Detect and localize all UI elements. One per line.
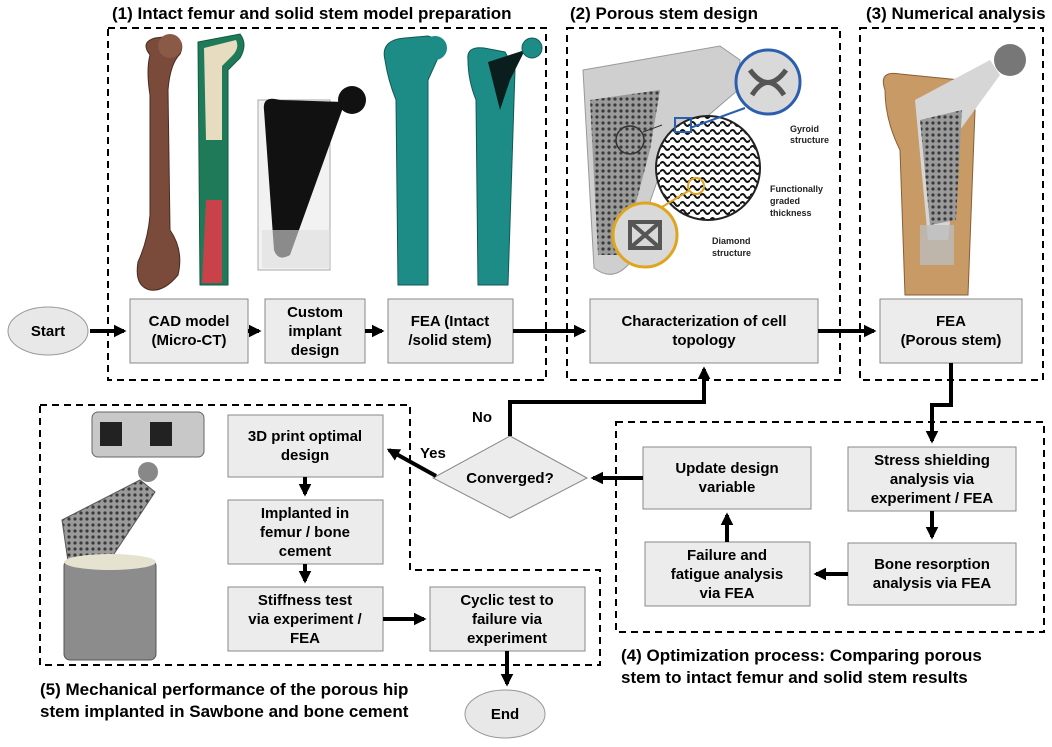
fea-intact-line1: FEA (Intact bbox=[411, 313, 490, 330]
stress-line3: experiment / FEA bbox=[871, 490, 994, 507]
section-5-title-line2: stem implanted in Sawbone and bone cemen… bbox=[40, 702, 409, 721]
cyclic-line1: Cyclic test to bbox=[460, 592, 553, 609]
stiffness-line2: via experiment / bbox=[248, 611, 362, 628]
characterization-line1: Characterization of cell bbox=[621, 313, 786, 330]
fea-stem-mesh-image bbox=[467, 37, 543, 286]
bone-resorption-line1: Bone resorption bbox=[874, 556, 990, 573]
update-line2: variable bbox=[699, 479, 756, 496]
stiffness-line1: Stiffness test bbox=[258, 592, 352, 609]
yes-label: Yes bbox=[420, 445, 446, 462]
arrow-converged-no bbox=[508, 366, 711, 436]
print-line2: design bbox=[281, 447, 329, 464]
zoom-graded-circle bbox=[655, 115, 761, 221]
implanted-box bbox=[227, 499, 384, 565]
cyclic-test-box bbox=[429, 586, 586, 652]
cad-model-box bbox=[129, 298, 249, 364]
converged-label: Converged? bbox=[466, 470, 554, 487]
fea-porous-line1: FEA bbox=[936, 313, 966, 330]
failure-line2: fatigue analysis bbox=[671, 566, 784, 583]
section-5-title-line1: (5) Mechanical performance of the porous… bbox=[40, 680, 408, 699]
femur-section-image bbox=[197, 33, 245, 286]
graded-label-line2: graded bbox=[770, 196, 800, 206]
flow-arrows bbox=[90, 324, 953, 687]
section-1-title: (1) Intact femur and solid stem model pr… bbox=[112, 4, 512, 23]
fea-femur-mesh-image bbox=[383, 35, 447, 286]
implanted-line3: cement bbox=[279, 543, 332, 560]
stiffness-test-box bbox=[227, 586, 384, 652]
failure-line1: Failure and bbox=[687, 547, 767, 564]
cyclic-line2: failure via bbox=[472, 611, 543, 628]
graded-label-line3: thickness bbox=[770, 208, 812, 218]
section-4-title-line2: stem to intact femur and solid stem resu… bbox=[621, 668, 968, 687]
arrow-porous-stress bbox=[925, 363, 953, 444]
bone-resorption-box bbox=[847, 542, 1017, 606]
end-node bbox=[464, 689, 546, 739]
stiffness-line3: FEA bbox=[290, 630, 320, 647]
graded-label-line1: Functionally bbox=[770, 184, 823, 194]
custom-implant-line1: Custom bbox=[287, 304, 343, 321]
porous-stem-in-femur-image bbox=[882, 44, 1026, 296]
intact-femur-image bbox=[136, 34, 183, 291]
cad-model-line2: (Micro-CT) bbox=[152, 332, 227, 349]
diamond-label-line1: Diamond bbox=[712, 236, 751, 246]
fea-intact-box bbox=[387, 298, 514, 364]
gyroid-label-line1: Gyroid bbox=[790, 124, 819, 134]
section-1-border bbox=[107, 27, 547, 381]
diamond-label-line2: structure bbox=[712, 248, 751, 258]
fea-porous-box bbox=[879, 298, 1023, 364]
cyclic-line3: experiment bbox=[467, 630, 547, 647]
implanted-line2: femur / bone bbox=[260, 524, 350, 541]
cad-model-line1: CAD model bbox=[149, 313, 230, 330]
custom-implant-box bbox=[264, 298, 366, 364]
section-5-border bbox=[39, 404, 601, 666]
failure-line3: via FEA bbox=[699, 585, 754, 602]
porous-stem-design-image bbox=[582, 45, 802, 275]
section-3-title: (3) Numerical analysis bbox=[866, 4, 1046, 23]
update-design-box bbox=[642, 446, 812, 510]
characterization-line2: topology bbox=[672, 332, 736, 349]
fea-porous-line2: (Porous stem) bbox=[901, 332, 1002, 349]
solid-stem-image bbox=[257, 86, 366, 271]
end-label: End bbox=[491, 706, 519, 723]
converged-decision bbox=[431, 435, 589, 519]
characterization-box bbox=[589, 298, 819, 364]
stress-line2: analysis via bbox=[890, 471, 975, 488]
section-2-title: (2) Porous stem design bbox=[570, 4, 758, 23]
start-node bbox=[7, 306, 89, 356]
section-4-border bbox=[615, 421, 1045, 633]
custom-implant-line2: implant bbox=[288, 323, 341, 340]
update-line1: Update design bbox=[675, 460, 778, 477]
print-design-box bbox=[227, 414, 384, 478]
arrow-converged-yes bbox=[386, 448, 437, 478]
stress-shielding-box bbox=[847, 446, 1017, 512]
start-label: Start bbox=[31, 323, 65, 340]
print-line1: 3D print optimal bbox=[248, 428, 362, 445]
implanted-line1: Implanted in bbox=[261, 505, 349, 522]
bone-resorption-line2: analysis via FEA bbox=[873, 575, 992, 592]
section-4-title-line1: (4) Optimization process: Comparing poro… bbox=[621, 646, 982, 665]
failure-fatigue-box bbox=[644, 541, 811, 607]
custom-implant-line3: design bbox=[291, 342, 339, 359]
fea-intact-line2: /solid stem) bbox=[408, 332, 491, 349]
mechanical-test-setup-image bbox=[61, 411, 205, 661]
gyroid-label-line2: structure bbox=[790, 135, 829, 145]
no-label: No bbox=[472, 409, 492, 426]
stress-line1: Stress shielding bbox=[874, 452, 990, 469]
